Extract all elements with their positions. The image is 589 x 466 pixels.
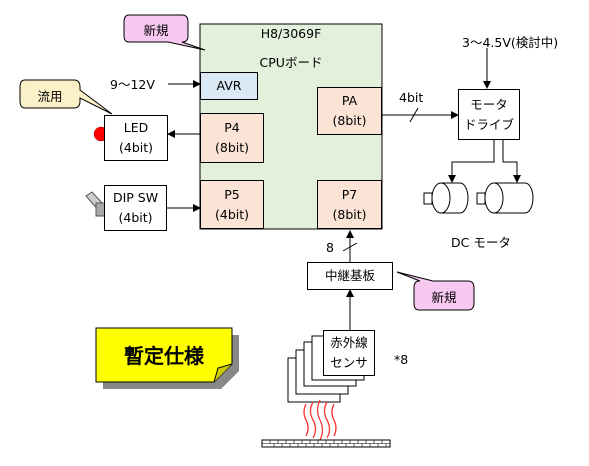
port-p4-name: P4 [224, 120, 240, 135]
avr-input-voltage: 9〜12V [110, 77, 155, 92]
avr-label: AVR [216, 78, 242, 93]
motor-driver-line1: モータ [470, 96, 508, 112]
port-p7: P7 (8bit) [317, 180, 382, 229]
callout-new-relay: 新規 [431, 290, 457, 305]
cpu-subtitle: CPUボード [259, 55, 323, 70]
callout-new-relay-shape [396, 271, 475, 311]
driver-power-label: 3〜4.5V(検討中) [462, 35, 559, 50]
relay-board-block: 中継基板 [307, 262, 393, 290]
dc-motor-label: DC モータ [451, 235, 511, 250]
led-name: LED [123, 120, 149, 135]
bus-slash-8 [342, 242, 358, 252]
port-p5-width: (4bit) [214, 206, 249, 222]
led-block: LED (4bit) [104, 115, 168, 161]
callout-new-top-shape [123, 14, 206, 51]
sensor-count: *8 [394, 352, 409, 367]
relay-label: 中継基板 [324, 268, 375, 283]
port-p7-name: P7 [341, 186, 358, 202]
dipsw-name: DIP SW [112, 190, 159, 205]
dipsw-block: DIP SW (4bit) [104, 185, 167, 231]
dipsw-width: (4bit) [118, 210, 153, 225]
led-width: (4bit) [118, 140, 153, 155]
ir-waves-icon [303, 399, 337, 441]
ground-bar [261, 439, 391, 448]
port-p4-width: (8bit) [214, 140, 249, 155]
port-pa: PA (8bit) [317, 87, 382, 135]
relay-bus-label: 8 [326, 240, 334, 255]
callout-new-top: 新規 [143, 23, 169, 38]
ir-sensor-block: 赤外線 センサ [323, 330, 375, 376]
port-p5-name: P5 [224, 186, 240, 202]
callout-reuse-shape [19, 79, 113, 115]
port-p4: P4 (8bit) [200, 113, 264, 163]
dc-motor-2 [476, 182, 534, 214]
port-p7-width: (8bit) [332, 206, 367, 222]
provisional-spec-note: 暫定仕様 [124, 344, 204, 368]
bus-slash-4bit [409, 107, 419, 123]
dc-motor-1 [423, 182, 469, 214]
port-pa-name: PA [341, 93, 358, 108]
port-p5: P5 (4bit) [200, 180, 264, 229]
note-shape [95, 327, 239, 389]
sensor-line2: センサ [330, 355, 368, 370]
port-pa-width: (8bit) [332, 113, 367, 128]
bus-label-4bit: 4bit [399, 90, 424, 105]
cpu-title: H8/3069F [260, 26, 322, 41]
avr-block: AVR [200, 72, 258, 100]
dip-switch-icon [85, 191, 106, 217]
callout-reuse: 流用 [37, 89, 63, 104]
motor-driver-block: モータ ドライブ [458, 89, 520, 140]
driver-motor2-arrow [502, 140, 521, 183]
motor-driver-line2: ドライブ [463, 116, 514, 132]
driver-motor1-arrow [448, 140, 495, 183]
sensor-line1: 赤外線 [330, 335, 368, 350]
